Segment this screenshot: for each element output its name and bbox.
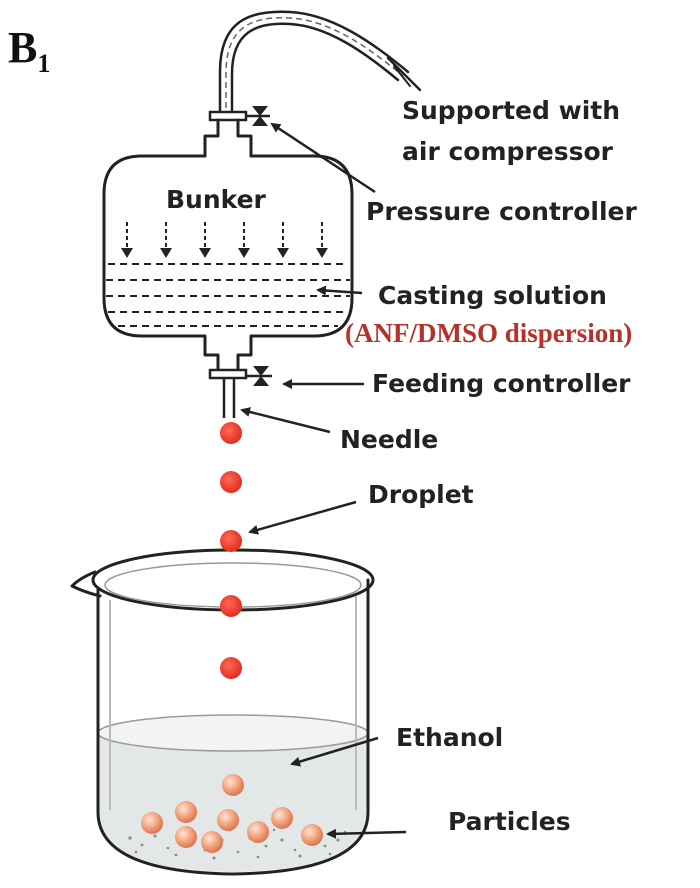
ethanol-arrow [290,736,379,767]
particle [141,812,163,834]
needle-arrow [240,407,331,434]
bunker-vessel [102,118,354,372]
label-feeding-controller: Feeding controller [372,369,631,398]
label-bunker: Bunker [166,185,267,214]
feeding-valve [208,366,272,386]
casting-solution-arrow [316,285,363,296]
particle [217,809,239,831]
panel-label: B1 [8,23,50,78]
droplet [220,657,242,679]
air-hose [218,10,422,114]
particles [141,774,323,853]
pressure-valve [208,106,270,126]
casting-solution-liquid [106,263,350,327]
particle [247,821,269,843]
droplet [220,422,242,444]
label-needle: Needle [340,425,438,454]
label-droplet: Droplet [368,480,474,509]
label-dispersion: (ANF/DMSO dispersion) [345,318,632,348]
label-particles: Particles [448,807,571,836]
pressure-controller-arrow [270,122,376,194]
droplet [220,471,242,493]
pressure-arrows [121,222,328,258]
particle [271,807,293,829]
particle [301,824,323,846]
label-pressure-controller: Pressure controller [366,197,637,226]
label-supported-line2: air compressor [402,137,614,166]
particle [175,801,197,823]
droplet [220,530,242,552]
droplet-arrow [248,500,357,535]
particle [175,826,197,848]
needle [222,378,236,418]
particle [201,831,223,853]
droplet [220,595,242,617]
label-casting-solution: Casting solution [378,281,607,310]
particle [222,774,244,796]
leader-arrows [240,122,407,839]
droplets [220,422,242,679]
particles-arrow [326,828,407,839]
label-supported-line1: Supported with [402,96,620,125]
label-ethanol: Ethanol [396,723,503,752]
